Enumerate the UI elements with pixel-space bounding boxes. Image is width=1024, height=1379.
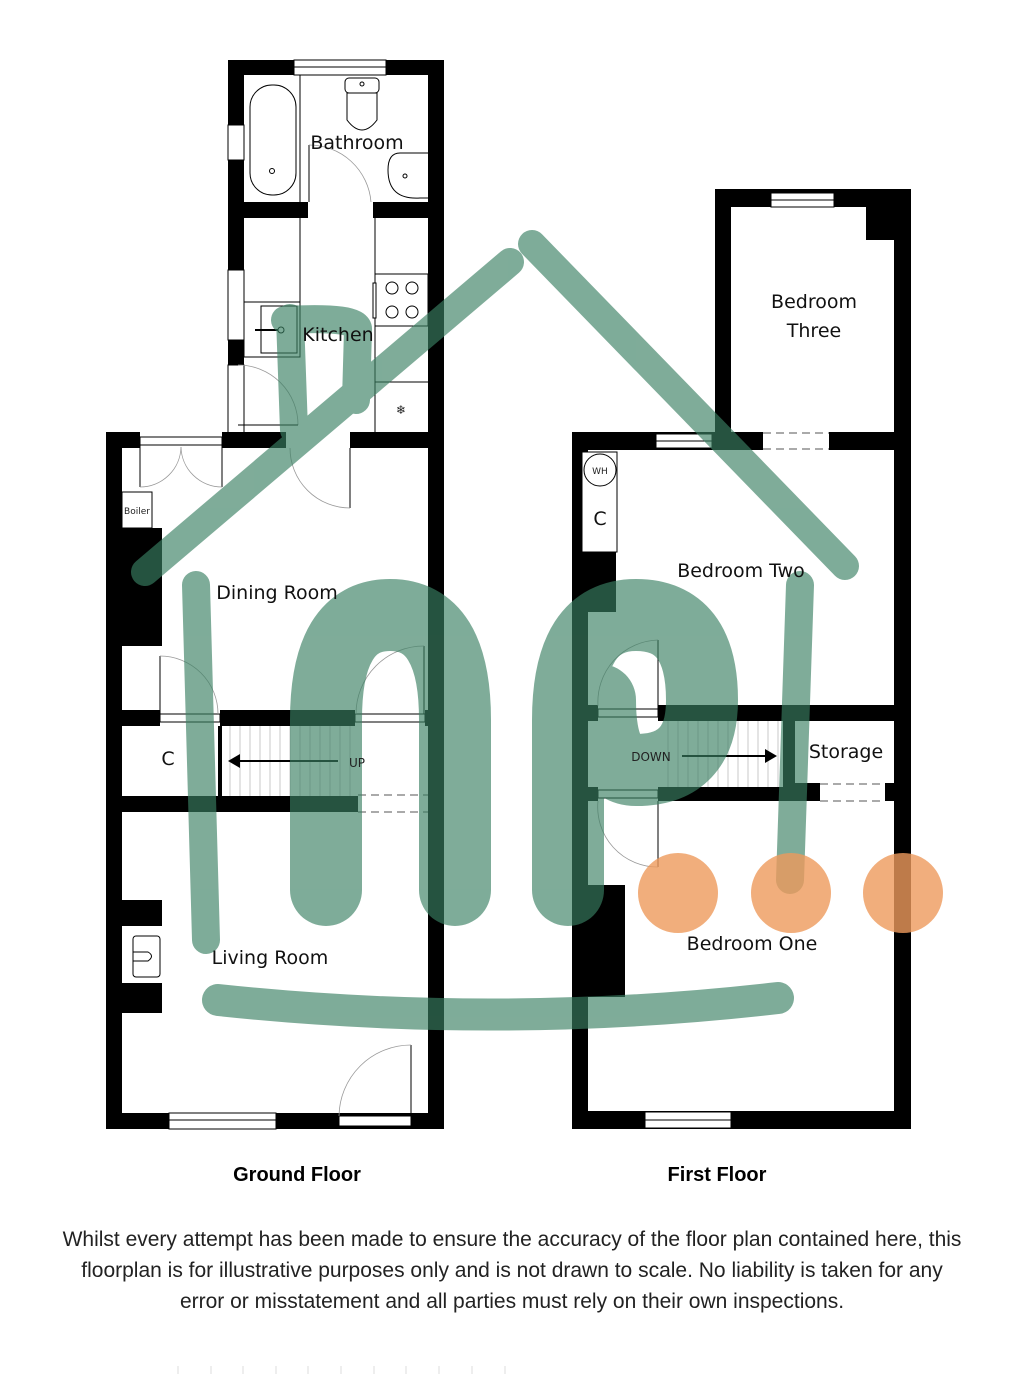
freezer-icon: ❄ xyxy=(396,403,406,417)
ground-floor-title: Ground Floor xyxy=(233,1164,361,1186)
room-label-storage: Storage xyxy=(809,741,883,763)
room-label-bathroom: Bathroom xyxy=(310,132,403,154)
room-label-bedroom-three-line1: Bedroom xyxy=(771,291,857,313)
footer-tick-marks xyxy=(177,1366,506,1374)
room-label-cupboard-ground: C xyxy=(161,748,174,770)
room-label-bedroom-three-line2: Three xyxy=(786,320,841,342)
room-label-bedroom-one: Bedroom One xyxy=(687,933,818,955)
room-label-kitchen: Kitchen xyxy=(302,324,373,346)
disclaimer-text: Whilst every attempt has been made to en… xyxy=(62,1228,962,1313)
room-label-living-room: Living Room xyxy=(212,947,329,969)
water-heater-label: WH xyxy=(592,467,608,477)
first-floor-title: First Floor xyxy=(667,1164,767,1186)
boiler-label: Boiler xyxy=(124,507,150,517)
stairs-up-label: UP xyxy=(349,756,365,770)
room-label-cupboard-first: C xyxy=(593,508,606,530)
room-label-dining-room: Dining Room xyxy=(216,582,337,604)
agent-watermark-logo xyxy=(131,230,859,1031)
room-label-bedroom-two: Bedroom Two xyxy=(677,560,805,582)
room-labels: Bathroom Kitchen Dining Room C UP Living… xyxy=(161,132,883,969)
watermark-dots xyxy=(638,853,943,933)
stairs-down-label: DOWN xyxy=(631,750,671,764)
